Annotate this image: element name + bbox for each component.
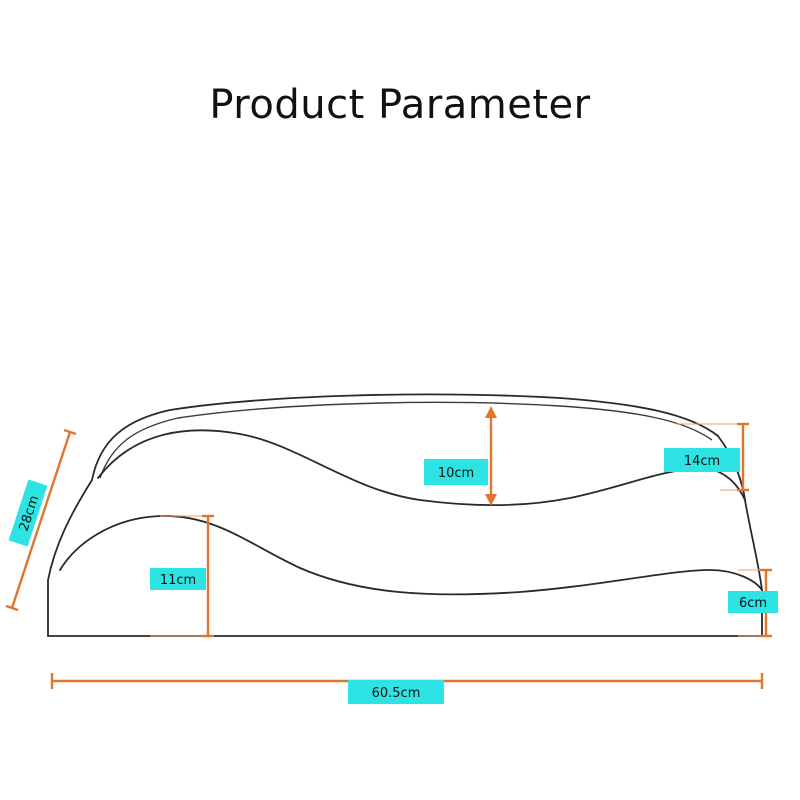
label-box-center-height	[424, 459, 488, 485]
pillow-upper-wave	[97, 429, 746, 506]
page-title: Product Parameter	[209, 82, 591, 128]
label-box-diagonal-width	[8, 479, 48, 547]
label-high-edge-height: 14cm	[684, 454, 720, 469]
dimension-center-height: 10cm	[424, 406, 497, 506]
dimension-total-length: 60.5cm	[50, 673, 764, 704]
label-center-height: 10cm	[438, 466, 474, 481]
label-box-right-base-height	[728, 591, 778, 613]
pillow-top-inner-edge	[99, 401, 713, 479]
pillow-bottom-edge	[47, 589, 763, 637]
label-right-base-height: 6cm	[739, 596, 767, 611]
dimension-right-base-height: 6cm	[728, 568, 778, 638]
label-box-high-edge-height	[664, 448, 740, 472]
dimension-high-edge-height: 14cm	[664, 422, 749, 492]
label-low-edge-height: 11cm	[160, 573, 196, 588]
dimension-low-edge-height: 11cm	[150, 514, 214, 638]
label-total-length: 60.5cm	[372, 686, 421, 701]
pillow-lower-wave	[59, 515, 763, 596]
pillow-top-outer-edge	[91, 393, 719, 481]
label-box-low-edge-height	[150, 568, 206, 590]
pillow-outline	[47, 393, 763, 637]
dimension-diagonal-width: 28cm	[5, 428, 77, 612]
label-box-total-length	[348, 680, 444, 704]
pillow-left-end	[47, 479, 93, 637]
